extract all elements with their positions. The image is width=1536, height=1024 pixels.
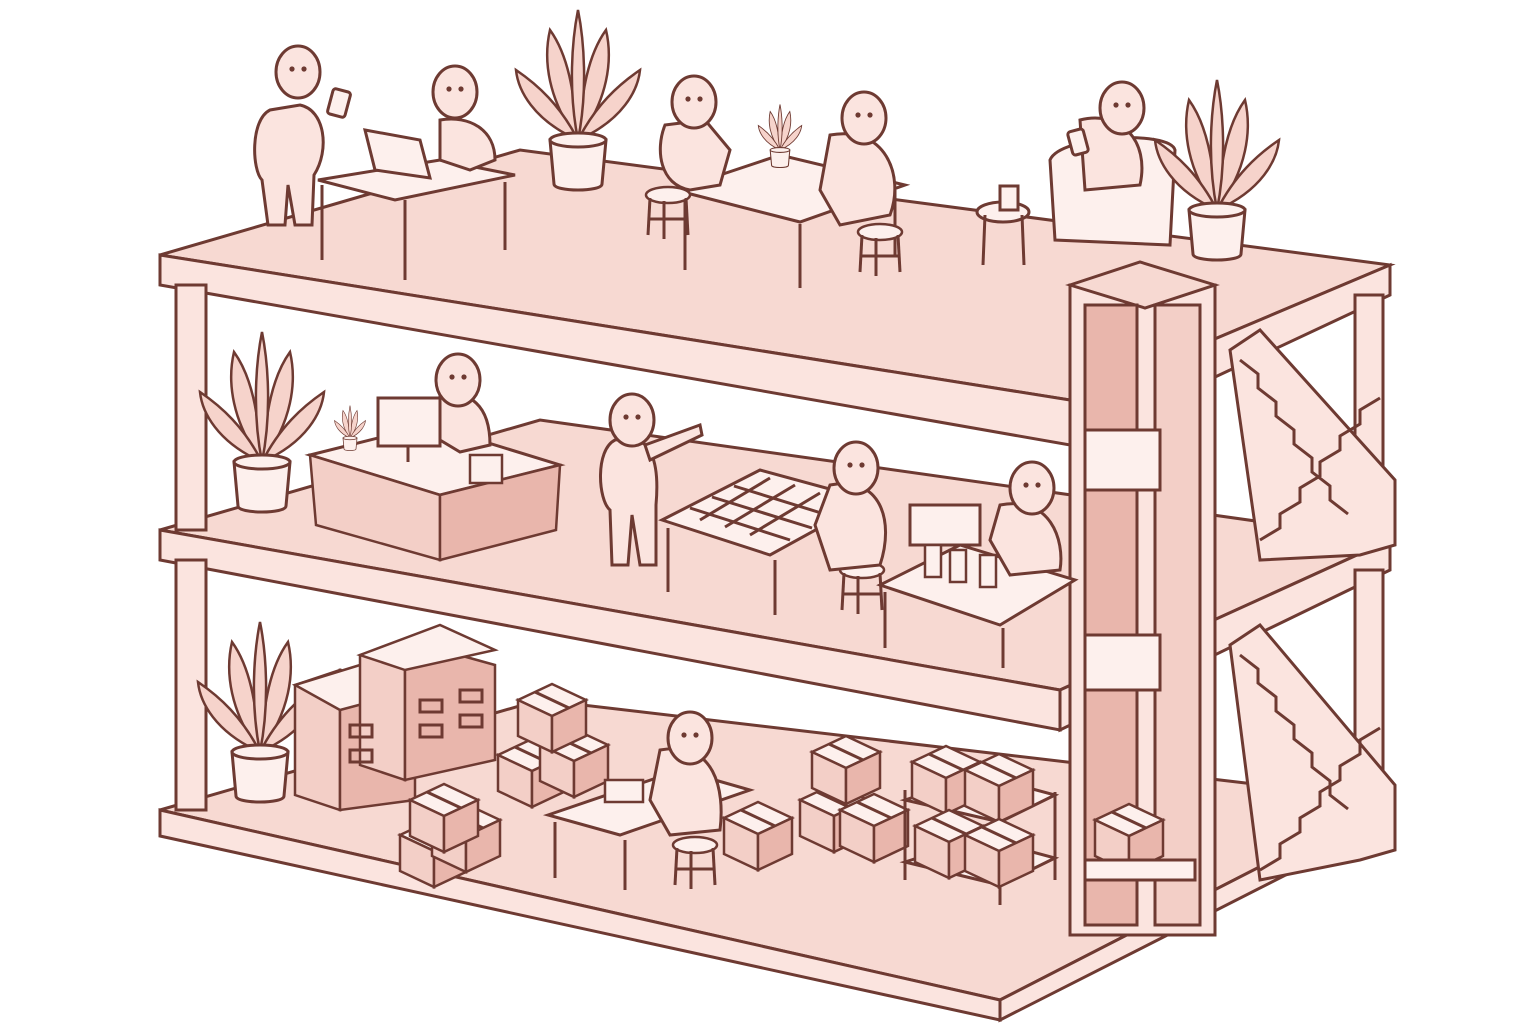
freight-elevator	[1065, 260, 1220, 937]
top-floor-scene	[253, 8, 1281, 288]
lounge-chair	[975, 80, 1177, 266]
plant-icon	[198, 330, 326, 514]
plant-icon	[1153, 78, 1281, 262]
open-box-icon	[722, 800, 794, 872]
meeting-table	[644, 74, 911, 288]
ground-floor-scene	[196, 620, 1060, 905]
filing-cabinets	[291, 623, 499, 812]
reception-desk	[304, 352, 566, 562]
person-pointing	[599, 392, 704, 567]
grid-table	[658, 440, 888, 616]
laptop-desk	[317, 64, 516, 280]
staircase-lower	[1228, 623, 1397, 882]
staircase-upper	[1228, 328, 1397, 562]
person-standing-phone	[253, 44, 352, 227]
workbench	[876, 460, 1079, 668]
middle-floor-scene	[198, 330, 1079, 668]
packing-desk	[542, 710, 755, 891]
storage-shelf	[899, 744, 1060, 905]
